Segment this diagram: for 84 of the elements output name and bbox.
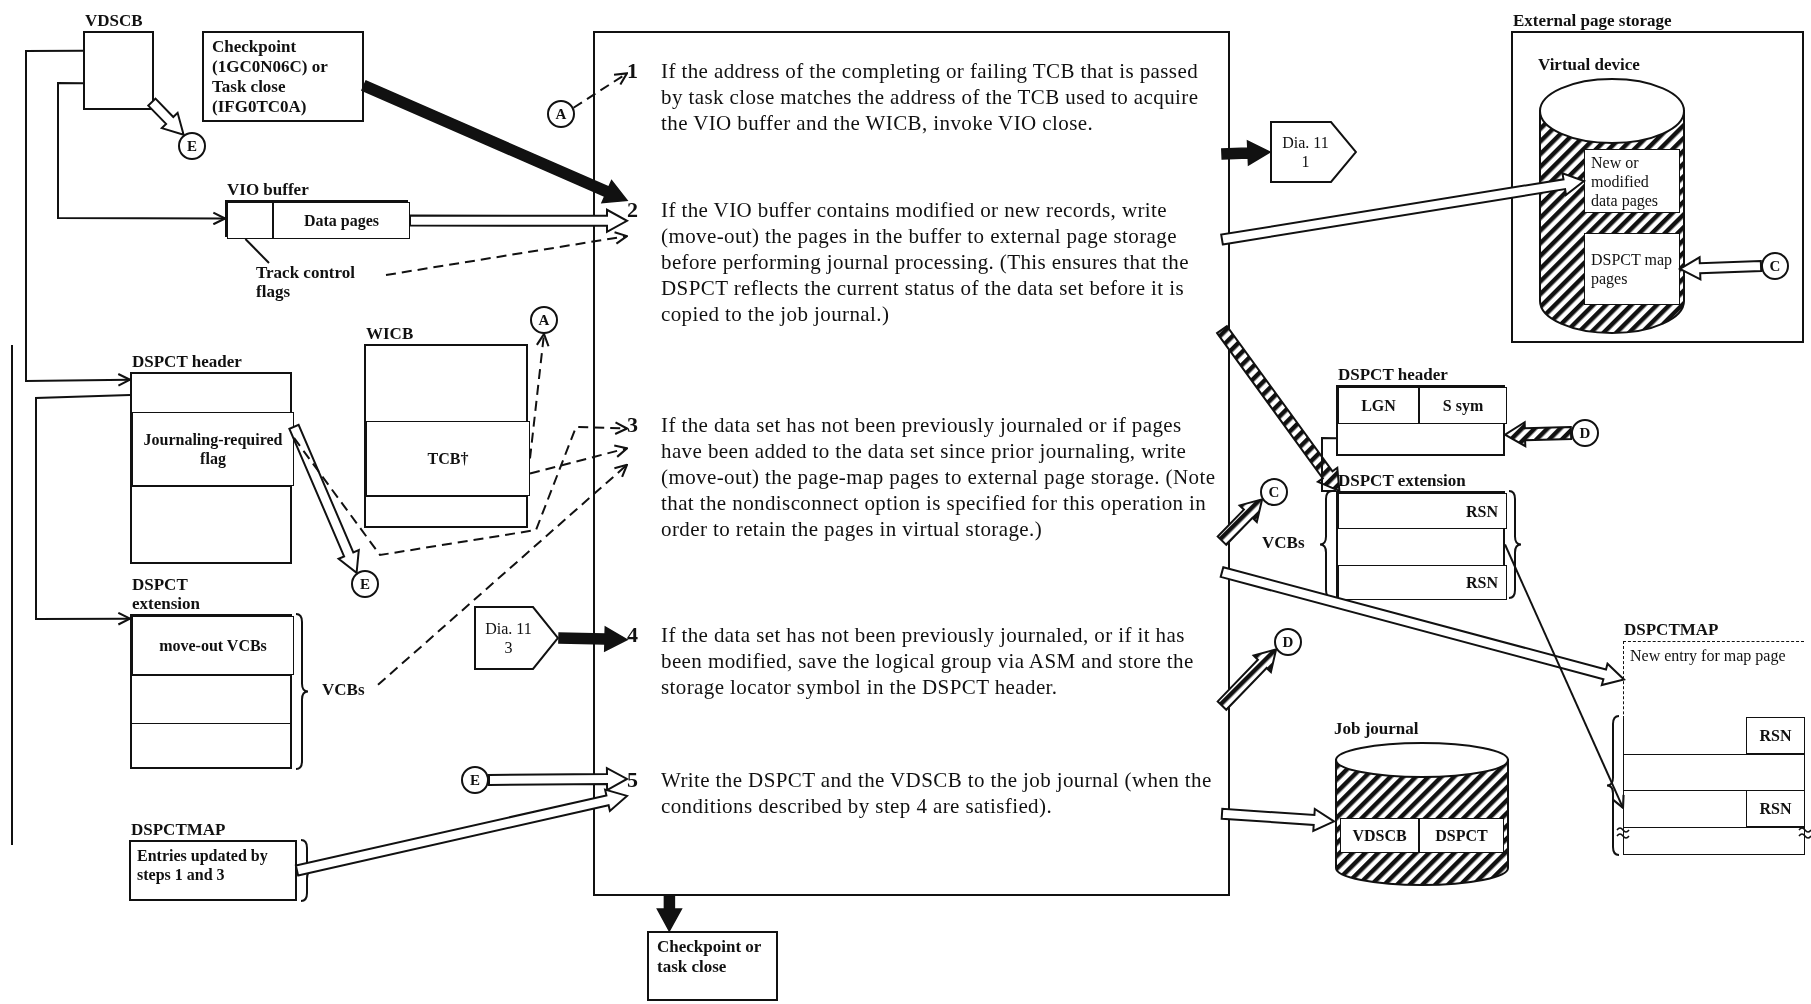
field-cell: RSN [1746,790,1805,827]
connector-circle: E [351,570,379,598]
field-cell: move-out VCBs [132,616,294,675]
leader-line [244,238,270,264]
connector-circle: C [1761,252,1789,280]
block-heading: DSPCT extension [1338,471,1466,490]
step-text: If the data set has not been previously journaled or if pages have been added to the data set since prior journaling, write (move-out) the page-map pages to external page storage. (Note that the nondisconnect option is specified for this operation in order to retain the pages in virtual storage.) [661,412,1217,542]
dashed-arrow [377,463,629,686]
module-box: Checkpoint or task close [647,931,778,1001]
connector-line [1321,437,1337,492]
hollow-arrow [409,208,630,234]
connector-circle: C [1260,478,1288,506]
block-heading: DSPCT extension [132,575,201,613]
hollow-arrow [1220,171,1587,246]
connector-circle: A [530,306,558,334]
dashed-arrow [385,231,629,276]
hatched-arrow [1216,648,1278,712]
block-heading: WICB [366,324,414,343]
hollow-arrow [288,423,360,575]
dashed-arrow [529,332,550,460]
brace-label: VCBs [1262,533,1305,552]
field-cell: RSN [1746,717,1805,754]
field-cell: Data pages [273,202,410,239]
step-number: 1 [627,58,638,84]
connector-circle: D [1571,419,1599,447]
node-label: VCBs [322,680,365,699]
bold-arrow [1221,139,1272,167]
field-cell: TCB† [366,421,530,496]
reference-text: 1 [1300,152,1311,171]
step-number: 5 [627,767,638,793]
dashed-arrow [529,444,629,475]
new-entry-area: New entry for map page [1624,642,1805,717]
node-label: Track control flags [256,263,355,301]
block-heading: DSPCT header [132,352,242,371]
block-heading: Job journal [1334,719,1419,738]
field-cell: RSN [1338,565,1507,600]
arrow [57,82,227,226]
bold-arrow [361,80,629,204]
field-cell: Journaling-required flag [132,412,294,486]
block-heading: VDSCB [85,11,143,30]
hollow-arrow [1219,565,1626,687]
reference-text: Dia. 11 [1281,133,1330,152]
dashed-arrow [293,421,629,557]
block-heading: External page storage [1513,11,1672,30]
connector-circle: A [547,100,575,128]
step-number: 4 [627,622,638,648]
hollow-arrow [1220,807,1337,833]
block-heading: Virtual device [1538,55,1640,74]
hollow-arrow [146,97,186,137]
dashed-arrow [572,72,629,109]
step-text: If the address of the completing or failing TCB that is passed by task close matches the address of the TCB used to acquire the VIO buffer and the WICB, invoke VIO close. [661,58,1200,136]
connector-circle: E [178,132,206,160]
hollow-arrow [294,788,630,877]
module-box: Checkpoint (1GC0N06C) or Task close (IFG0TC0A) [202,31,364,122]
block-heading: VIO buffer [227,180,309,199]
block-heading: DSPCT header [1338,365,1448,384]
arrow [35,394,132,626]
field-cell: S sym [1419,387,1507,424]
step-text: Write the DSPCT and the VDSCB to the job journal (when the conditions described by step 4 are satisfied). [661,767,1213,819]
bold-arrow [558,625,629,653]
block-text: Entries updated by steps 1 and 3 [137,846,269,884]
hatched-arrow [1215,324,1341,493]
step-number: 3 [627,412,638,438]
field-cell: LGN [1338,387,1419,424]
arrow [1504,543,1625,809]
block-heading: DSPCTMAP [131,820,226,839]
connector-circle: E [461,766,489,794]
hollow-arrow [488,766,630,792]
field-cell: RSN [1338,493,1507,529]
bold-arrow [656,895,683,933]
hollow-arrow [1677,255,1763,281]
reference-text: Dia. 11 [484,619,533,638]
hatched-arrow [1503,420,1573,448]
arrow [25,49,132,387]
connector-circle: D [1274,628,1302,656]
step-text: If the data set has not been previously journaled, or if it has been modified, save the logical group via ASM and store the storage locator symbol in the DSPCT header. [661,622,1195,700]
process-box [593,31,1230,896]
step-text: If the VIO buffer contains modified or new records, write (move-out) the pages in the buffer to external page storage before performing journal processing. (This ensures that the DSPCT reflects the current status of the data set before it is copied to the job journal.) [661,197,1190,327]
block-heading: DSPCTMAP [1624,620,1719,639]
hatched-arrow [1216,498,1264,547]
step-number: 2 [627,197,638,223]
node-label: New entry for map page [1630,647,1786,664]
field-cell [227,202,273,239]
reference-text: 3 [503,638,514,657]
